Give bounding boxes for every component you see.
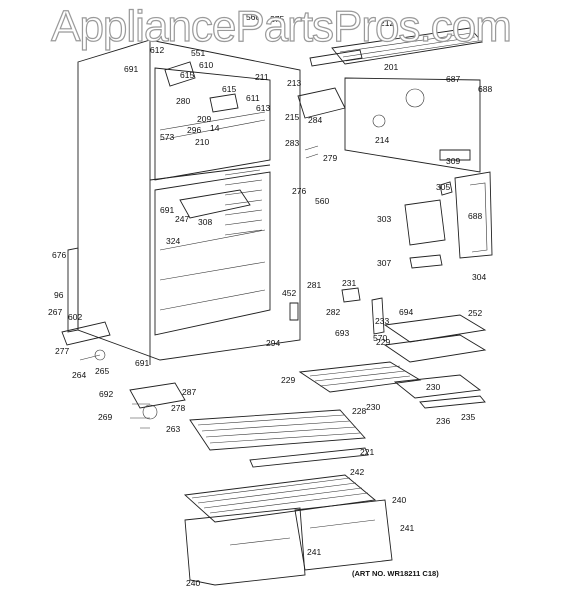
callout-235: 235 (461, 412, 475, 422)
callout-252: 252 (468, 308, 482, 318)
callout-229: 229 (281, 375, 295, 385)
callout-687: 687 (446, 74, 460, 84)
crisper-drawers (183, 474, 393, 586)
callout-241: 241 (400, 523, 414, 533)
callout-612: 612 (150, 45, 164, 55)
callout-287: 287 (182, 387, 196, 397)
callout-560: 560 (246, 12, 260, 22)
callout-211: 211 (255, 72, 269, 82)
shelves (189, 314, 487, 468)
callout-240: 240 (392, 495, 406, 505)
callout-215: 215 (285, 112, 299, 122)
callout-212: 212 (380, 18, 394, 28)
callout-282: 282 (326, 307, 340, 317)
callout-279: 279 (323, 153, 337, 163)
callout-305: 305 (436, 182, 450, 192)
callout-214: 214 (375, 135, 389, 145)
callout-615: 615 (180, 70, 194, 80)
callout-676: 676 (52, 250, 66, 260)
callout-236: 236 (436, 416, 450, 426)
callout-692: 692 (99, 389, 113, 399)
callout-560: 560 (315, 196, 329, 206)
callout-280: 280 (176, 96, 190, 106)
watermark: AppliancePartsPros.com (51, 1, 513, 51)
callout-267: 267 (48, 307, 62, 317)
callout-275: 275 (270, 14, 284, 24)
callout-labels: 560 275 212 201 687 688 213 691 612 551 615 610 211 6… (48, 12, 492, 588)
callout-247: 247 (175, 214, 189, 224)
callout-228: 228 (352, 406, 366, 416)
callout-283: 283 (285, 138, 299, 148)
callout-263: 263 (166, 424, 180, 434)
callout-241: 241 (307, 547, 321, 557)
refrigerator-cabinet (67, 39, 301, 365)
control-housing (404, 171, 493, 269)
callout-611: 611 (246, 93, 260, 103)
callout-294: 294 (266, 338, 280, 348)
callout-602: 602 (68, 312, 82, 322)
callout-570: 570 (373, 333, 387, 343)
callout-230: 230 (366, 402, 380, 412)
back-panel (297, 27, 483, 173)
callout-277: 277 (55, 346, 69, 356)
callout-694: 694 (399, 307, 413, 317)
callout-307: 307 (377, 258, 391, 268)
callout-240: 240 (186, 578, 200, 588)
callout-296: 296 (187, 125, 201, 135)
callout-693: 693 (335, 328, 349, 338)
callout-551: 551 (191, 48, 205, 58)
callout-278: 278 (171, 403, 185, 413)
callout-691: 691 (160, 205, 174, 215)
callout-688: 688 (478, 84, 492, 94)
callout-281: 281 (307, 280, 321, 290)
callout-613: 613 (256, 103, 270, 113)
callout-210: 210 (195, 137, 209, 147)
callout-14: 14 (210, 123, 220, 133)
callout-229: 229 (376, 337, 390, 347)
callout-688: 688 (468, 211, 482, 221)
callout-265: 265 (95, 366, 109, 376)
callout-231: 231 (342, 278, 356, 288)
callout-276: 276 (292, 186, 306, 196)
callout-209: 209 (197, 114, 211, 124)
art-number: (ART NO. WR18211 C18) (352, 569, 439, 578)
callout-264: 264 (72, 370, 86, 380)
callout-610: 610 (199, 60, 213, 70)
callout-308: 308 (198, 217, 212, 227)
callout-230: 230 (426, 382, 440, 392)
callout-96: 96 (54, 290, 64, 300)
callout-615: 615 (222, 84, 236, 94)
callout-213: 213 (287, 78, 301, 88)
callout-452: 452 (282, 288, 296, 298)
callout-221: 221 (360, 447, 374, 457)
callout-324: 324 (166, 236, 180, 246)
callout-284: 284 (308, 115, 322, 125)
callout-309: 309 (446, 156, 460, 166)
callout-573: 573 (160, 132, 174, 142)
callout-242: 242 (350, 467, 364, 477)
callout-201: 201 (384, 62, 398, 72)
callout-303: 303 (377, 214, 391, 224)
callout-233: 233 (375, 316, 389, 326)
callout-691: 691 (124, 64, 138, 74)
small-hardware (61, 61, 385, 429)
callout-691: 691 (135, 358, 149, 368)
callout-304: 304 (472, 272, 486, 282)
callout-269: 269 (98, 412, 112, 422)
